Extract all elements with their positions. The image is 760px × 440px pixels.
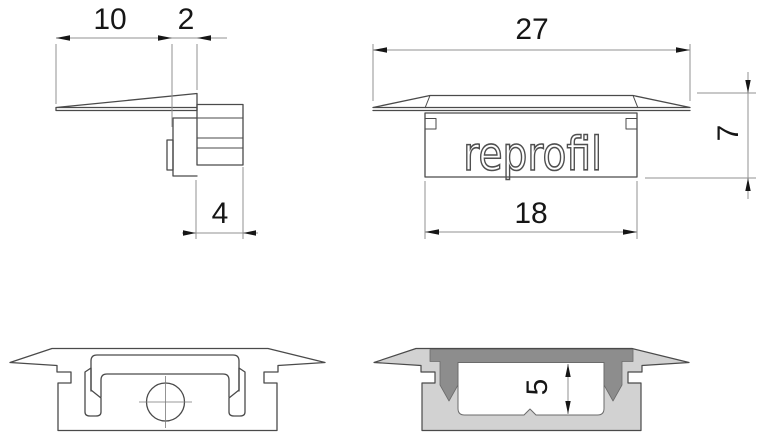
front-view	[372, 44, 756, 239]
dim-label-27: 27	[515, 13, 549, 46]
dim-label-4: 4	[211, 197, 229, 230]
brand-logo-text: reprofil	[463, 127, 603, 181]
dim-label-5: 5	[521, 378, 554, 396]
side-view	[55, 35, 258, 239]
brand-logo: reprofil	[450, 127, 616, 181]
dim-label-7: 7	[712, 124, 745, 142]
dim-label-10: 10	[93, 3, 127, 36]
section-view	[373, 347, 690, 432]
back-view	[9, 347, 326, 432]
dim-label-18: 18	[514, 197, 548, 230]
dim-label-2: 2	[177, 3, 195, 36]
